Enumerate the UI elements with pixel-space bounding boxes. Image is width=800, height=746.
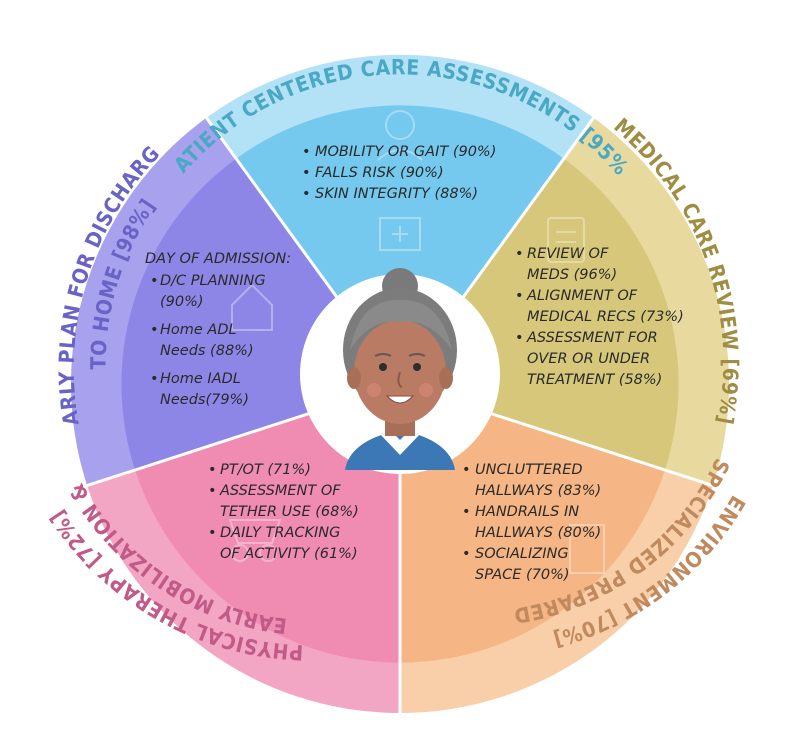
bl-item-5: OF ACTIVITY (61%) xyxy=(220,546,358,562)
left-item-1: D/C PLANNING xyxy=(160,273,266,289)
top-item-1: MOBILITY OR GAIT (90%) xyxy=(315,144,496,160)
bullet-10-bullet: • xyxy=(208,462,217,478)
clipboard-icon xyxy=(547,217,585,263)
br-item-4: HALLWAYS (80%) xyxy=(475,525,601,541)
right-item-4: MEDICAL RECS (73%) xyxy=(527,309,684,325)
hospital-building-icon xyxy=(379,217,421,251)
bullet-12-bullet: • xyxy=(208,525,217,541)
segment-left-items: DAY OF ADMISSION: • D/C PLANNING (90%) •… xyxy=(145,251,291,408)
bl-item-2: ASSESSMENT OF xyxy=(219,483,341,499)
bullet-8-bullet: • xyxy=(462,504,471,520)
br-item-6: SPACE (70%) xyxy=(475,567,570,583)
bullet-15-bullet: • xyxy=(150,371,159,387)
right-item-2: MEDS (96%) xyxy=(527,267,617,283)
left-item-6: Needs(79%) xyxy=(160,392,249,408)
left-item-2: (90%) xyxy=(160,294,204,310)
right-item-3: ALIGNMENT OF xyxy=(526,288,638,304)
bl-item-3: TETHER USE (68%) xyxy=(220,504,359,520)
br-item-2: HALLWAYS (83%) xyxy=(475,483,601,499)
segment-bottom-left-items: • PT/OT (71%) • ASSESSMENT OF TETHER USE… xyxy=(208,462,359,562)
left-item-4: Needs (88%) xyxy=(160,343,254,359)
bullet-11-bullet: • xyxy=(208,483,217,499)
br-item-3: HANDRAILS IN xyxy=(475,504,579,520)
bullet-5-bullet: • xyxy=(515,288,524,304)
bullet-9-bullet: • xyxy=(462,546,471,562)
person-icon xyxy=(377,110,423,161)
bullet-1-bullet: • xyxy=(302,144,311,160)
segment-top-items: • MOBILITY OR GAIT (90%) • FALLS RISK (9… xyxy=(302,144,496,202)
bullet-13-bullet: • xyxy=(150,273,159,289)
segment-bottom-right-inner xyxy=(400,384,665,663)
right-item-7: TREATMENT (58%) xyxy=(527,372,662,388)
segment-bottom-left-inner xyxy=(135,384,400,663)
bl-item-1: PT/OT (71%) xyxy=(220,462,311,478)
right-item-5: ASSESSMENT FOR xyxy=(526,330,658,346)
bl-item-4: DAILY TRACKING xyxy=(220,525,340,541)
segment-right-items: • REVIEW OF MEDS (96%) • ALIGNMENT OF ME… xyxy=(515,246,684,388)
bullet-7-bullet: • xyxy=(462,462,471,478)
segment-bottom-right-items: • UNCLUTTERED HALLWAYS (83%) • HANDRAILS… xyxy=(462,462,601,583)
left-heading: DAY OF ADMISSION: xyxy=(145,251,291,267)
stroller-icon xyxy=(228,519,282,562)
right-item-1: REVIEW OF xyxy=(527,246,609,262)
door-icon xyxy=(569,524,605,574)
left-item-3: Home ADL xyxy=(160,322,237,338)
br-item-1: UNCLUTTERED xyxy=(475,462,583,478)
left-item-5: Home IADL xyxy=(160,371,241,387)
bullet-4-bullet: • xyxy=(515,246,524,262)
bullet-14-bullet: • xyxy=(150,322,159,338)
top-item-2: FALLS RISK (90%) xyxy=(315,165,444,181)
bullet-6-bullet: • xyxy=(515,330,524,346)
br-item-5: SOCIALIZING xyxy=(475,546,569,562)
bullet-3-bullet: • xyxy=(302,186,311,202)
segment-top-inner xyxy=(236,105,564,384)
bullet-2-bullet: • xyxy=(302,165,311,181)
background-icons xyxy=(228,110,605,574)
house-icon xyxy=(231,283,273,331)
right-item-6: OVER OR UNDER xyxy=(527,351,650,367)
top-item-3: SKIN INTEGRITY (88%) xyxy=(315,186,478,202)
elderly-woman-avatar-icon xyxy=(343,268,457,470)
